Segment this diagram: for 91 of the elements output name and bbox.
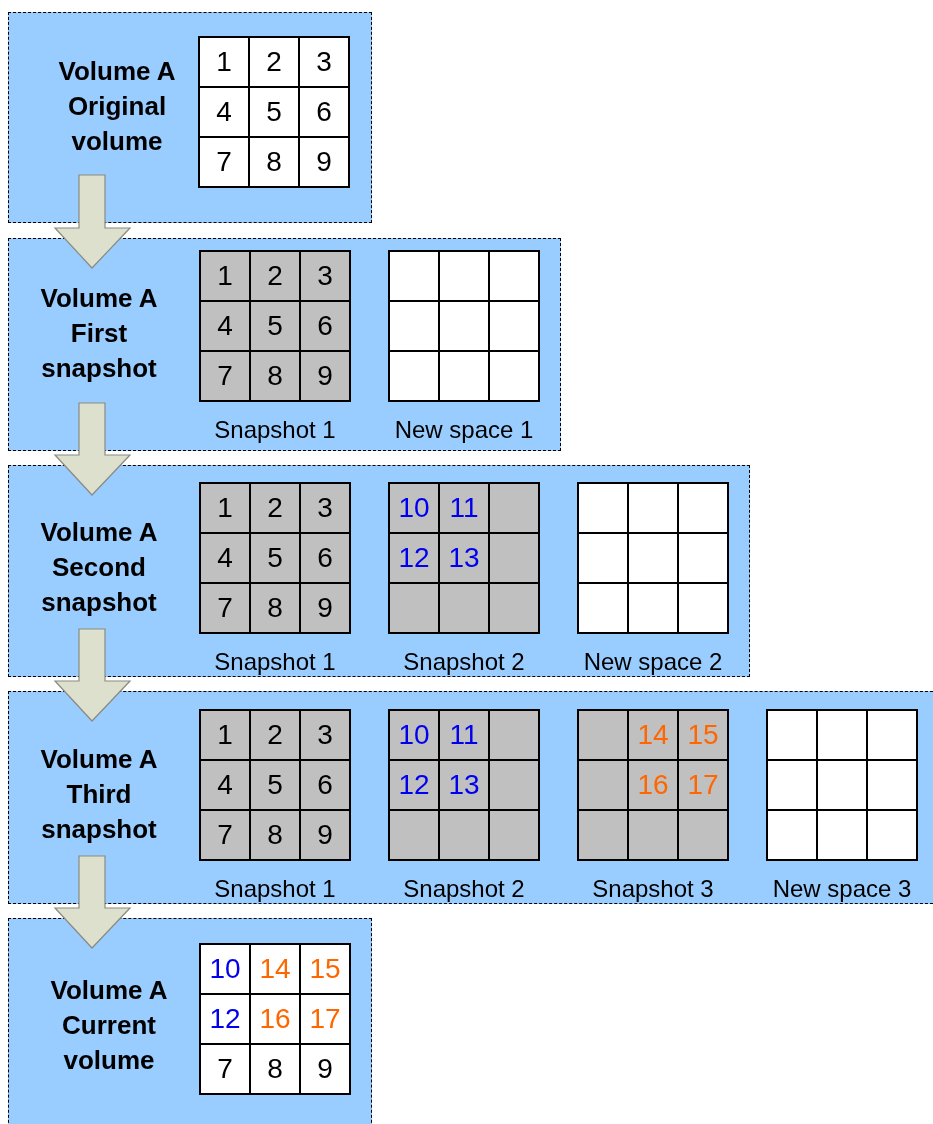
grid-cell: 3	[300, 251, 350, 301]
panel-heading: Volume A Current volume	[49, 973, 169, 1077]
grid-cell: 3	[299, 37, 349, 87]
grid-cell: 1	[200, 710, 250, 760]
grid-cell: 7	[200, 810, 250, 860]
grid-caption: New space 1	[394, 416, 534, 444]
grid-cell: 11	[439, 710, 489, 760]
grid-cell: 8	[250, 583, 300, 633]
data-grid	[199, 482, 351, 634]
data-grid	[388, 482, 540, 634]
grid-cell: 10	[389, 710, 439, 760]
grid-cell: 14	[628, 710, 678, 760]
grid-cell: 5	[250, 533, 300, 583]
block-arrow	[53, 402, 132, 496]
grid-cell: 7	[199, 137, 249, 187]
grid-cell: 12	[389, 533, 439, 583]
grid-cell: 4	[200, 533, 250, 583]
grid-caption: Snapshot 1	[214, 416, 336, 444]
block-arrow	[53, 628, 132, 722]
grid-cell: 2	[250, 483, 300, 533]
data-grid	[577, 709, 729, 861]
snapshot-panel	[8, 465, 750, 677]
grid-caption: Snapshot 3	[592, 875, 714, 903]
snapshot-panel	[8, 12, 372, 223]
grid-cell: 9	[300, 583, 350, 633]
block-arrow	[53, 855, 132, 949]
grid-cell: 14	[250, 944, 300, 994]
data-grid	[577, 482, 729, 634]
grid-cell: 2	[249, 37, 299, 87]
grid-caption: Snapshot 1	[214, 875, 336, 903]
grid-cell: 8	[250, 351, 300, 401]
data-grid	[199, 250, 351, 402]
grid-cell: 1	[200, 251, 250, 301]
grid-caption: Snapshot 1	[214, 648, 336, 676]
grid-cell: 11	[439, 483, 489, 533]
data-grid	[199, 709, 351, 861]
grid-cell: 5	[249, 87, 299, 137]
panel-heading: Volume A Second snapshot	[39, 515, 159, 619]
data-grid	[388, 250, 540, 402]
grid-cell: 9	[300, 810, 350, 860]
grid-cell: 8	[250, 1044, 300, 1094]
grid-cell: 16	[628, 760, 678, 810]
grid-cell: 12	[200, 994, 250, 1044]
data-grid	[198, 36, 350, 188]
snapshot-panel	[8, 238, 561, 451]
grid-caption: New space 2	[583, 648, 723, 676]
grid-cell: 2	[250, 251, 300, 301]
grid-cell: 6	[299, 87, 349, 137]
grid-cell: 15	[678, 710, 728, 760]
grid-caption: New space 3	[772, 875, 912, 903]
grid-cell: 13	[439, 760, 489, 810]
grid-cell: 1	[200, 483, 250, 533]
grid-cell: 17	[678, 760, 728, 810]
grid-cell: 9	[300, 1044, 350, 1094]
block-arrow	[53, 174, 132, 269]
snapshot-panel	[8, 691, 933, 904]
grid-cell: 10	[200, 944, 250, 994]
grid-cell: 7	[200, 583, 250, 633]
grid-cell: 15	[300, 944, 350, 994]
grid-cell: 9	[300, 351, 350, 401]
grid-cell: 13	[439, 533, 489, 583]
panel-heading: Volume A Third snapshot	[39, 742, 159, 846]
grid-cell: 7	[200, 351, 250, 401]
grid-caption: Snapshot 2	[403, 648, 525, 676]
grid-cell: 3	[300, 483, 350, 533]
grid-cell: 6	[300, 760, 350, 810]
grid-cell: 9	[299, 137, 349, 187]
grid-cell: 1	[199, 37, 249, 87]
grid-cell: 8	[250, 810, 300, 860]
grid-cell: 6	[300, 301, 350, 351]
grid-cell: 17	[300, 994, 350, 1044]
grid-caption: Snapshot 2	[403, 875, 525, 903]
grid-cell: 3	[300, 710, 350, 760]
grid-cell: 2	[250, 710, 300, 760]
grid-cell: 4	[199, 87, 249, 137]
grid-cell: 4	[200, 301, 250, 351]
data-grid	[766, 709, 918, 861]
panel-heading: Volume A Original volume	[57, 54, 177, 158]
grid-cell: 5	[250, 760, 300, 810]
grid-cell: 10	[389, 483, 439, 533]
grid-cell: 6	[300, 533, 350, 583]
grid-cell: 8	[249, 137, 299, 187]
grid-cell: 5	[250, 301, 300, 351]
grid-cell: 4	[200, 760, 250, 810]
data-grid	[388, 709, 540, 861]
panel-heading: Volume A First snapshot	[39, 281, 159, 385]
data-grid	[199, 943, 351, 1095]
grid-cell: 12	[389, 760, 439, 810]
snapshot-panel	[8, 918, 372, 1124]
grid-cell: 7	[200, 1044, 250, 1094]
grid-cell: 16	[250, 994, 300, 1044]
